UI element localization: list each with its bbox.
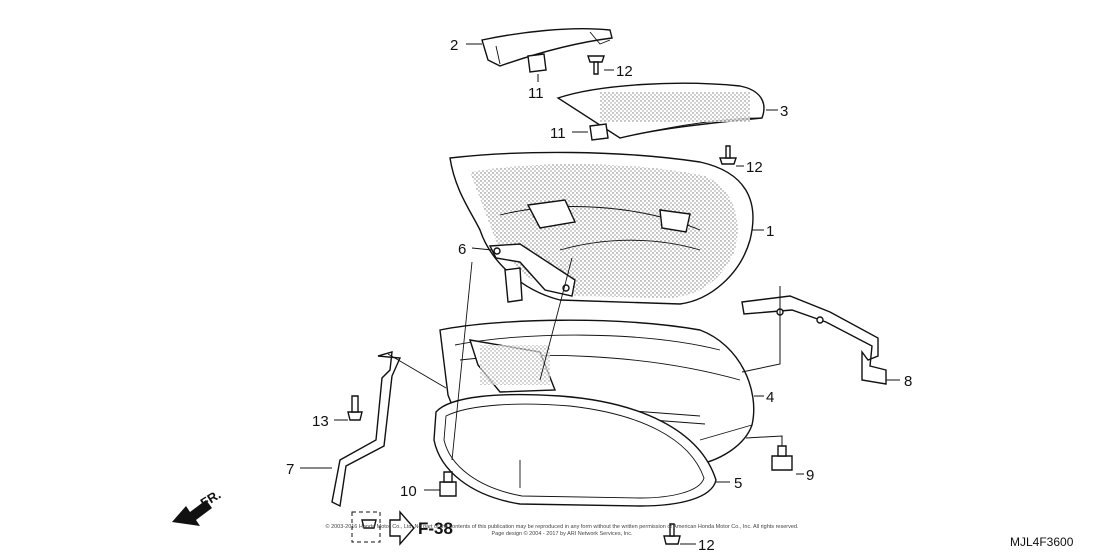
callout-8: 8 xyxy=(904,373,912,390)
leader-lines xyxy=(300,43,900,545)
callout-5: 5 xyxy=(734,475,742,492)
callout-3: 3 xyxy=(780,103,788,120)
callout-9: 9 xyxy=(806,467,814,484)
screw-12-bottom xyxy=(663,523,681,545)
callout-12-top: 12 xyxy=(616,63,633,80)
part-2-cover-piece xyxy=(481,28,613,67)
callout-11-mid: 11 xyxy=(550,125,566,142)
part-3-top-cover xyxy=(556,82,765,139)
callout-12-bottom: 12 xyxy=(698,537,715,554)
callout-labels: 2 12 11 3 11 12 1 6 8 4 13 7 9 5 10 12 xyxy=(286,37,912,554)
callout-12-mid: 12 xyxy=(746,159,763,176)
part-7-strap xyxy=(331,351,447,508)
clip-11-top xyxy=(527,53,547,73)
reference-label: F-38 xyxy=(418,519,453,538)
callout-6: 6 xyxy=(458,241,466,258)
diagram-code: MJL4F3600 xyxy=(1010,535,1074,549)
callout-2: 2 xyxy=(450,37,458,54)
bolt-10 xyxy=(439,471,457,497)
callout-7: 7 xyxy=(286,461,294,478)
fasteners xyxy=(347,53,793,545)
part-5-frame xyxy=(433,393,717,507)
callout-4: 4 xyxy=(766,389,774,406)
callout-13: 13 xyxy=(312,413,329,430)
copyright-line-2: Page design © 2004 - 2017 by ARI Network… xyxy=(491,530,632,537)
screw-bottom-left xyxy=(361,519,377,529)
callout-11-top: 11 xyxy=(528,85,544,102)
reference-box xyxy=(351,510,415,546)
screw-13 xyxy=(347,395,363,421)
bolt-9 xyxy=(771,445,793,471)
part-8-rear-bracket xyxy=(741,295,887,385)
callout-10: 10 xyxy=(400,483,417,500)
clip-11-mid xyxy=(589,123,609,141)
screw-12-mid xyxy=(719,145,737,165)
screw-12-top xyxy=(587,55,605,75)
callout-1: 1 xyxy=(766,223,774,240)
part-1-main-cover xyxy=(449,151,754,305)
copyright-line-1: © 2003-2016 Honda Motor Co., Ltd. No par… xyxy=(325,523,798,530)
fr-arrow-icon xyxy=(172,500,212,526)
